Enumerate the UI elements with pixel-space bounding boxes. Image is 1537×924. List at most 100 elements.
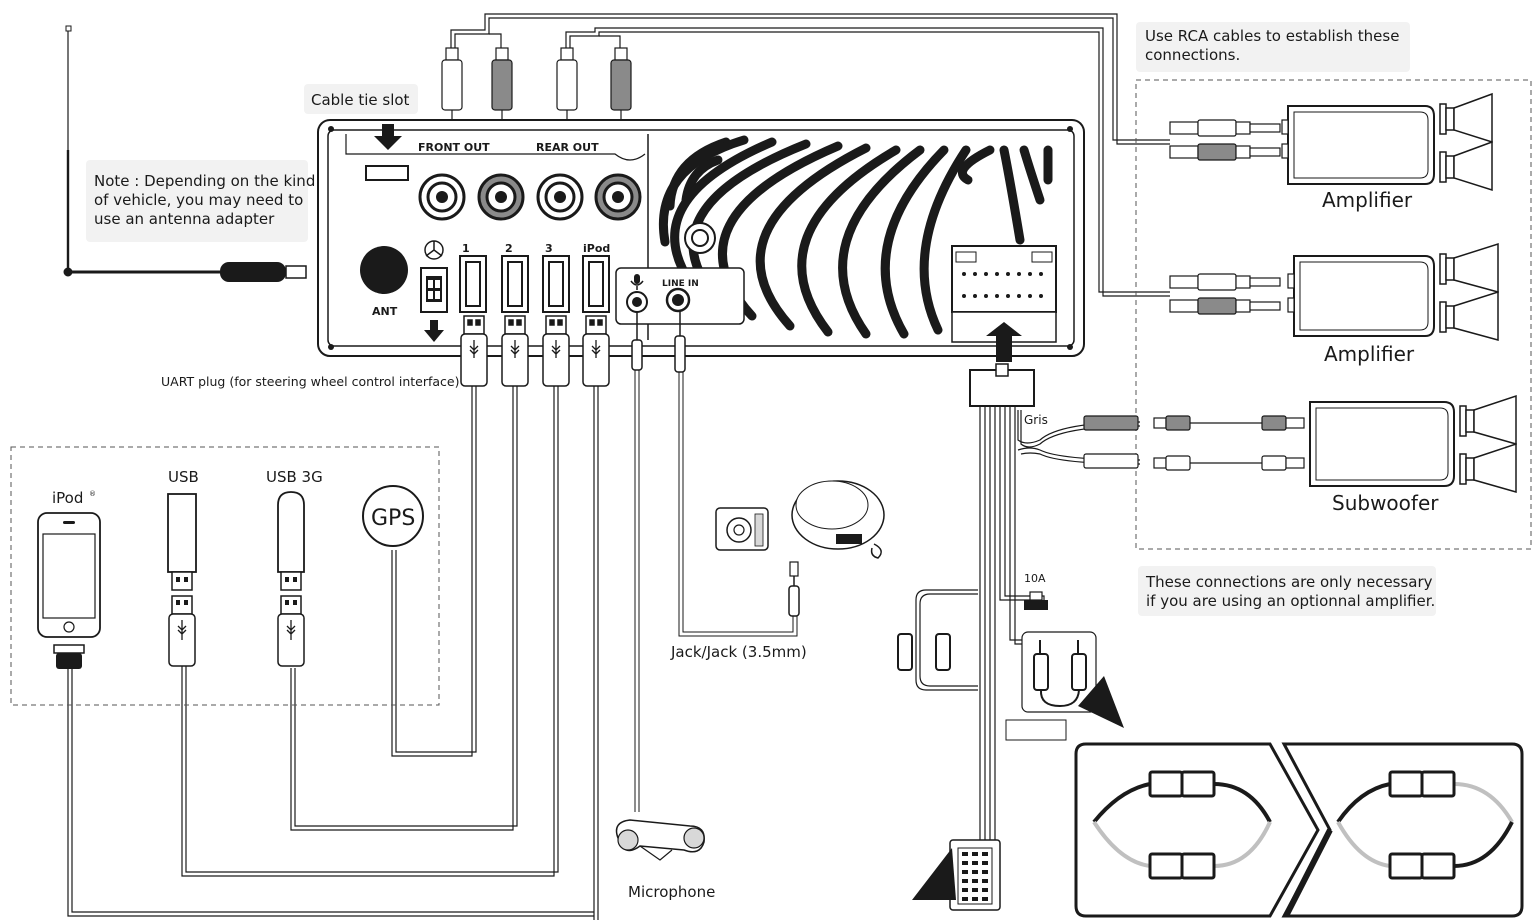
rca-jack-front-r [477,173,525,221]
inline-connector-left [897,633,951,671]
jack-label: Jack/Jack (3.5mm) [670,643,807,661]
fuse-label: 10A [1024,572,1046,585]
iso-pin [995,272,999,276]
antenna-note-line3: use an antenna adapter [94,210,275,228]
usb-label: USB [168,468,199,486]
iso-pin [973,272,977,276]
zoom-connector-pairs [1148,770,1456,880]
usb-port-ipod: iPod [582,242,610,313]
fan-knob [684,222,716,254]
ipod-reg-mark: ® [89,490,96,498]
usb-port-1: 1 [459,242,487,313]
iso-connector [951,245,1057,313]
rca-note-line2: connections. [1145,46,1240,64]
iso-arrow-icon [951,311,1057,362]
iso-pin [995,294,999,298]
usb-port-3: 3 [542,242,570,313]
usb-plug-1 [460,315,488,387]
speaker-icon [1439,242,1499,341]
usb-3g-stick: USB 3G [266,468,323,667]
speaker-link-connector [1021,631,1124,728]
cd-player-icon [791,480,885,559]
iso-pin [1017,272,1021,276]
usb-trident-icons [469,340,601,358]
mic-cable [631,312,643,812]
plug-pin [962,888,968,892]
svg-text:2: 2 [505,242,513,255]
plug-pin [982,879,988,883]
plug-pin [982,861,988,865]
plug-pin [962,897,968,901]
audio-input-panel: LINE IN [615,267,745,325]
amp-note-line1: These connections are only necessary [1145,573,1433,591]
svg-text:1: 1 [462,242,470,255]
iso-pin [984,294,988,298]
microphone-label: Microphone [628,883,715,901]
jack-cable [674,312,800,637]
iso-pin [1028,294,1032,298]
gps-antenna: GPS [362,485,424,547]
usb-plugs-row [460,315,610,387]
svg-text:Cable tie slot: Cable tie slot [311,91,410,109]
rca-note: Use RCA cables to establish these connec… [1136,22,1410,72]
connector-zoom-callout [1074,742,1524,918]
jack-plug-top [789,561,799,577]
microphone-icon [630,274,644,290]
peripherals-box [10,446,440,706]
iso-pin [1017,294,1021,298]
ipod-label: iPod [52,489,83,507]
plug-pin [972,897,978,901]
plug-pin [982,897,988,901]
iso-pin [1006,294,1010,298]
iso-pin [1039,272,1043,276]
rca-plug-front-red [491,47,513,126]
wiring-before [1092,782,1272,868]
rear-out-label: REAR OUT [536,141,599,154]
plug-pin [982,888,988,892]
antenna-socket: ANT [360,246,408,318]
uart-label: UART plug (for steering wheel control in… [161,374,460,389]
usb-plug-ipod [582,315,610,387]
iso-pin [962,294,966,298]
plug-pin [972,870,978,874]
usb-port-2: 2 [501,242,529,313]
antenna-plug [220,262,307,282]
amplifier2-label: Amplifier [1324,342,1415,366]
svg-text:ANT: ANT [372,305,398,318]
rca-jack-front-l [418,173,466,221]
subwoofer-label: Subwoofer [1332,491,1439,515]
usb-cables [67,386,599,920]
rca-plug-front-white [441,47,463,126]
usb-stick: USB [167,468,199,667]
cable-tie-label: Cable tie slot [304,84,418,114]
iso-pin [1006,272,1010,276]
plug-pin [982,870,988,874]
rca-plug-rear-white [556,47,578,126]
usb-plug-3 [542,315,570,387]
plug-pin [972,879,978,883]
iso-plug-bottom [912,839,1001,911]
plug-pin [962,861,968,865]
antenna [63,25,222,277]
mp3-player-icon [715,507,769,551]
microphone-device [615,819,705,861]
usb-plug-2 [501,315,529,387]
plug-pin [962,879,968,883]
amplifier-2: Amplifier [1169,242,1499,366]
uart-plug [420,240,448,342]
antenna-note-line2: of vehicle, you may need to [94,191,303,209]
fuse: 10A [1024,572,1048,610]
svg-text:iPod: iPod [583,242,610,255]
antenna-note-line1: Note : Depending on the kind [94,172,315,190]
plug-pin [972,852,978,856]
plug-pin [962,870,968,874]
plug-pin [972,888,978,892]
rca-plug-rear-red [610,47,632,126]
amplifier-1: Amplifier [1169,92,1493,212]
rca-jack-rear-r [594,173,642,221]
iso-pin [973,294,977,298]
rca-note-line1: Use RCA cables to establish these [1145,27,1399,45]
front-out-label: FRONT OUT [418,141,490,154]
